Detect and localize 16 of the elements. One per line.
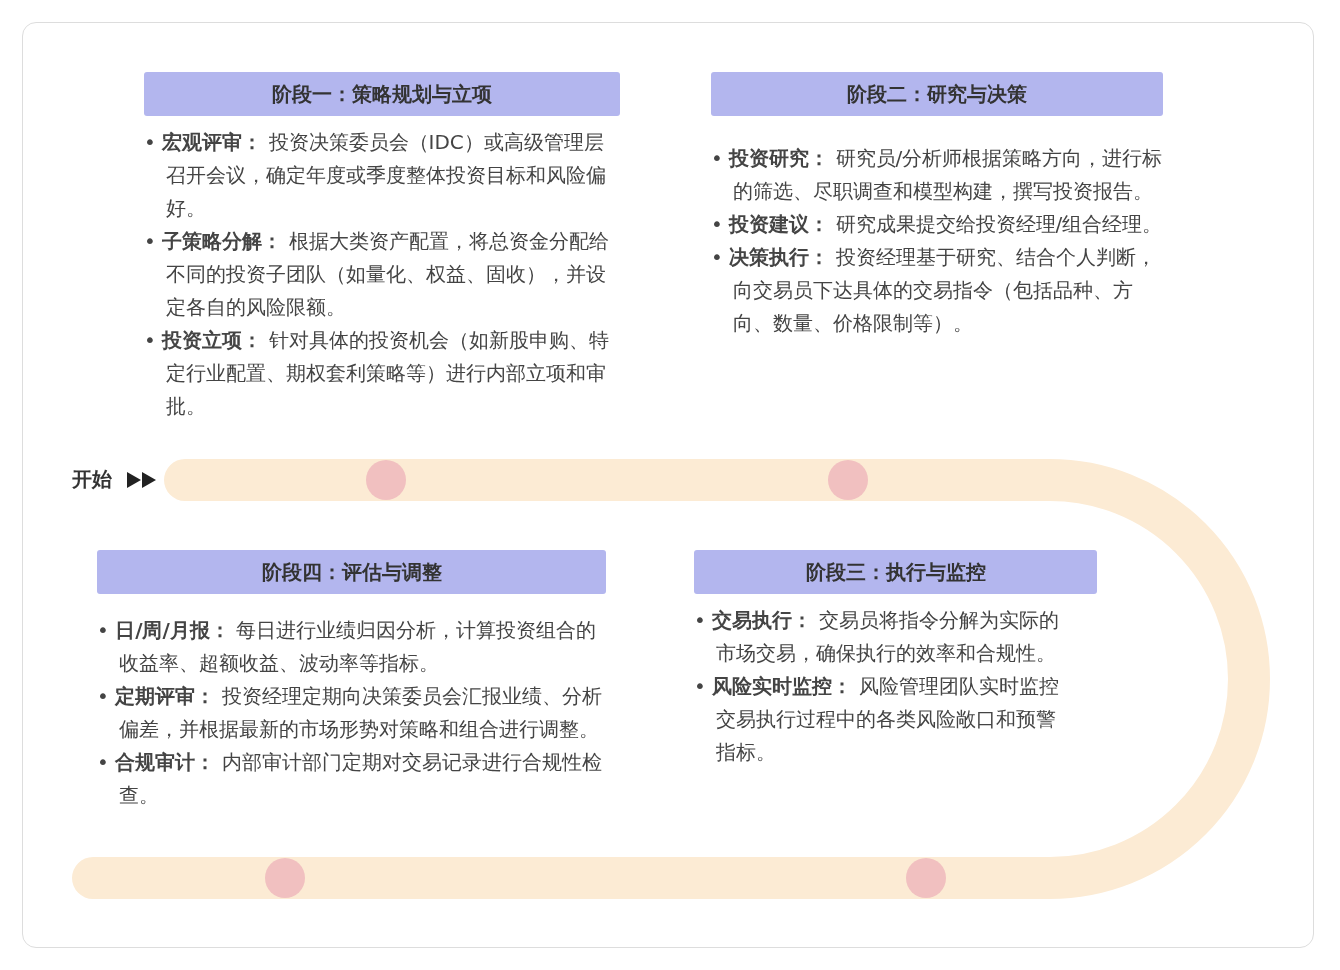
stage-heading: 阶段二：研究与决策 (711, 72, 1163, 116)
bullet-item: • 宏观评审： 投资决策委员会（IDC）或高级管理层召开会议，确定年度或季度整体投资目标和风险偏好。 (144, 129, 607, 222)
bullet-item: • 风险实时监控： 风险管理团队实时监控交易执行过程中的各类风险敞口和预警指标。 (694, 673, 1060, 766)
bullet-item: • 合规审计： 内部审计部门定期对交易记录进行合规性检查。 (97, 749, 603, 809)
stage-heading: 阶段三：执行与监控 (694, 550, 1097, 594)
bullet-item: • 投资研究： 研究员/分析师根据策略方向，进行标的筛选、尽职调查和模型构建，撰写投资报告。 (711, 145, 1164, 205)
bullet-item: • 子策略分解： 根据大类资产配置，将总资金分配给不同的投资子团队（如量化、权益、固收），并设定各自的风险限额。 (144, 228, 610, 321)
bullet-item: • 交易执行： 交易员将指令分解为实际的市场交易，确保执行的效率和合规性。 (694, 607, 1060, 667)
bullet-item: • 日/周/月报： 每日进行业绩归因分析，计算投资组合的收益率、超额收益、波动率等指标。 (97, 617, 598, 677)
bullet-item: • 投资建议： 研究成果提交给投资经理/组合经理。 (711, 211, 1164, 238)
bullet-item: • 决策执行： 投资经理基于研究、结合个人判断，向交易员下达具体的交易指令（包括品种、方向、数量、价格限制等）。 (711, 244, 1157, 337)
stage-heading: 阶段四：评估与调整 (97, 550, 606, 594)
stage-heading: 阶段一：策略规划与立项 (144, 72, 620, 116)
start-label: 开始 (72, 466, 112, 493)
bullet-item: • 投资立项： 针对具体的投资机会（如新股申购、特定行业配置、期权套利策略等）进行内部立项和审批。 (144, 327, 610, 420)
bullet-item: • 定期评审： 投资经理定期向决策委员会汇报业绩、分析偏差，并根据最新的市场形势对策略和组合进行调整。 (97, 683, 603, 743)
